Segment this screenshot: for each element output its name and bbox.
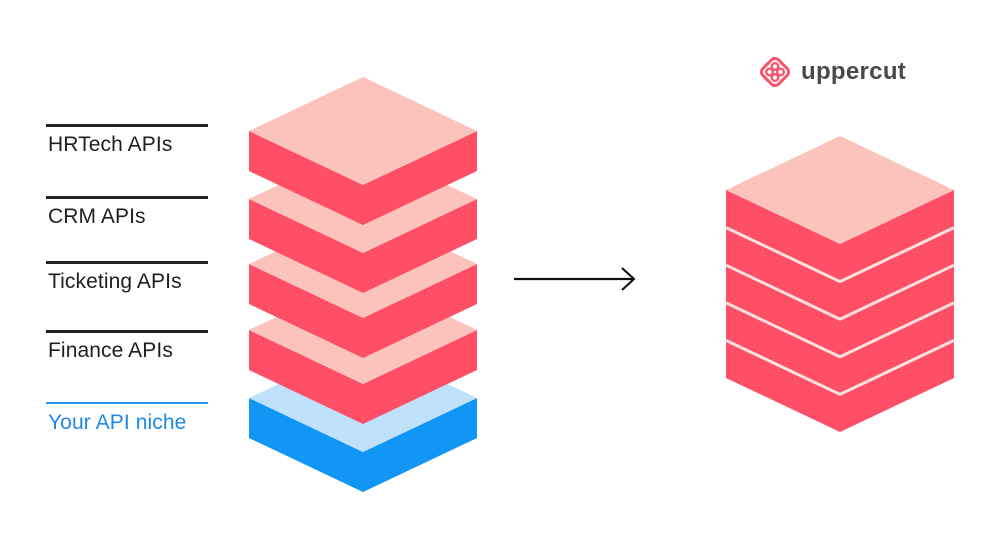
uppercut-logo-icon — [760, 57, 790, 87]
layer-label: CRM APIs — [48, 205, 146, 228]
cube-layer-divider — [725, 226, 955, 284]
slab-side — [249, 199, 477, 293]
brand-name: uppercut — [801, 58, 907, 85]
right-arrow — [514, 267, 636, 291]
slab-side — [249, 330, 477, 424]
label-rule — [46, 330, 208, 333]
label-rule — [46, 124, 208, 127]
slab-side — [249, 131, 477, 225]
left-layer-stack — [249, 77, 477, 492]
layer-label: Ticketing APIs — [48, 270, 182, 293]
label-rule — [46, 402, 208, 404]
label-rule — [46, 261, 208, 264]
uppercut-brand: uppercut — [757, 54, 906, 90]
layer-label: Your API niche — [48, 411, 187, 434]
cube-layer-divider — [725, 339, 955, 397]
cube-side — [726, 190, 954, 432]
cube-layer-divider — [725, 301, 955, 359]
label-rule — [46, 196, 208, 199]
api-layer-slab — [249, 77, 477, 225]
slab-top — [249, 77, 477, 185]
slab-side — [249, 398, 477, 492]
layer-label: Finance APIs — [48, 339, 173, 362]
cube-top — [726, 136, 954, 244]
cube-layer-divider — [725, 263, 955, 321]
layer-label: HRTech APIs — [48, 133, 173, 156]
slab-side — [249, 264, 477, 358]
unified-api-cube — [725, 136, 955, 432]
